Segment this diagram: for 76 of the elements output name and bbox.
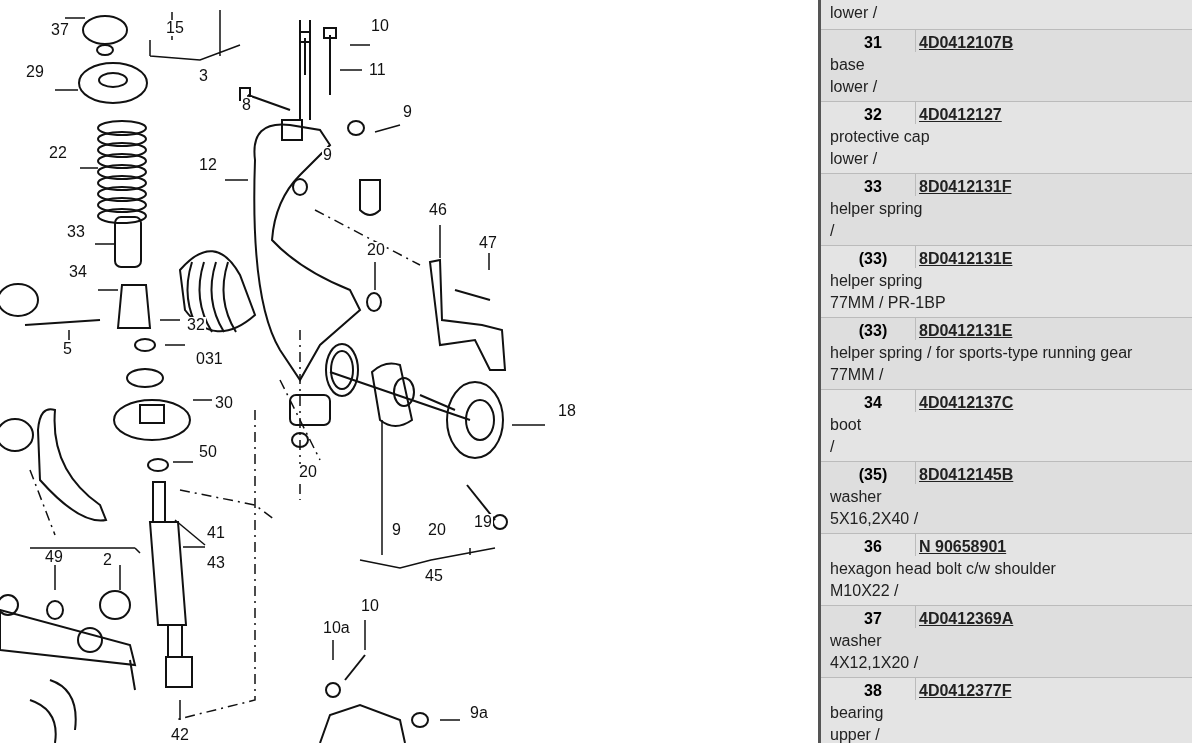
callout-number: 19 [473, 514, 493, 530]
part-remark: / [830, 438, 835, 456]
callout-number: 5 [62, 341, 73, 357]
callout-number: 10 [360, 598, 380, 614]
part-number-link: 4D0412107B [919, 34, 1014, 52]
part-remark: upper / [830, 726, 880, 743]
callout-number: 20 [298, 464, 318, 480]
callout-number: 12 [198, 157, 218, 173]
callout-number: 9 [322, 147, 333, 163]
part-remark: lower / [830, 150, 878, 168]
callout-number: 11 [368, 62, 387, 78]
callout-number: 9 [391, 522, 402, 538]
part-description: washer [830, 632, 882, 650]
callout-number: 41 [206, 525, 226, 541]
part-remark: 5X16,2X40 / [830, 510, 919, 528]
callout-number: 2 [102, 552, 113, 568]
part-number-link: N 90658901 [919, 538, 1007, 556]
item-number: (33) [857, 322, 889, 340]
part-number-link: 8D0412145B [919, 466, 1014, 484]
item-number: (35) [857, 466, 889, 484]
callout-number: 3 [198, 68, 209, 84]
callout-number: 43 [206, 555, 226, 571]
callout-number: 49 [44, 549, 64, 565]
part-remark: 77MM / [830, 366, 884, 384]
part-remark: 4X12,1X20 / [830, 654, 919, 672]
callout-number: 22 [48, 145, 68, 161]
part-description: bearing [830, 704, 884, 722]
callout-number: 15 [165, 20, 185, 36]
callout-number: 37 [50, 22, 70, 38]
item-number: 37 [863, 610, 883, 628]
part-description: hexagon head bolt c/w shoulder [830, 560, 1056, 578]
part-number-link: 8D0412131F [919, 178, 1012, 196]
part-description: helper spring / for sports-type running gear [830, 344, 1133, 362]
part-number-link: 8D0412131E [919, 250, 1013, 268]
item-number: (33) [857, 250, 889, 268]
part-description: base [830, 56, 865, 74]
part-description: washer [830, 488, 882, 506]
callout-number: 33 [66, 224, 86, 240]
part-remark: 77MM / PR-1BP [830, 294, 946, 312]
part-remark: M10X22 / [830, 582, 899, 600]
callout-number: 8 [241, 97, 252, 113]
item-number: 33 [863, 178, 883, 196]
part-remark: lower / [830, 78, 878, 96]
callout-number: 50 [198, 444, 218, 460]
part-description: helper spring [830, 200, 923, 218]
part-description: helper spring [830, 272, 923, 290]
item-number: 38 [863, 682, 883, 700]
callout-number: 29 [25, 64, 45, 80]
callout-number: 9a [469, 705, 489, 721]
part-number-link: 4D0412127 [919, 106, 1002, 124]
callout-number: 031 [195, 351, 224, 367]
callout-number: 18 [557, 403, 577, 419]
part-number-link: 8D0412131E [919, 322, 1013, 340]
item-number: 34 [863, 394, 883, 412]
part-number-link: 4D0412369A [919, 610, 1014, 628]
part-description: protective cap [830, 128, 930, 146]
callout-number: 47 [478, 235, 498, 251]
part-remark: lower / [830, 4, 878, 22]
callout-number: 9 [402, 104, 413, 120]
item-number: 32 [863, 106, 883, 124]
callout-number: 30 [214, 395, 234, 411]
callout-number: 45 [424, 568, 444, 584]
callout-number: 10a [322, 620, 351, 636]
item-number: 36 [863, 538, 883, 556]
part-number-link: 4D0412137C [919, 394, 1014, 412]
callout-number: 46 [428, 202, 448, 218]
callout-number: 32 [186, 317, 206, 333]
callout-number: 34 [68, 264, 88, 280]
callout-number: 10 [370, 18, 390, 34]
part-number-link: 4D0412377F [919, 682, 1012, 700]
part-description: boot [830, 416, 862, 434]
callout-number: 20 [427, 522, 447, 538]
part-remark: / [830, 222, 835, 240]
callout-number: 20 [366, 242, 386, 258]
item-number: 31 [863, 34, 883, 52]
callout-number: 42 [170, 727, 190, 743]
